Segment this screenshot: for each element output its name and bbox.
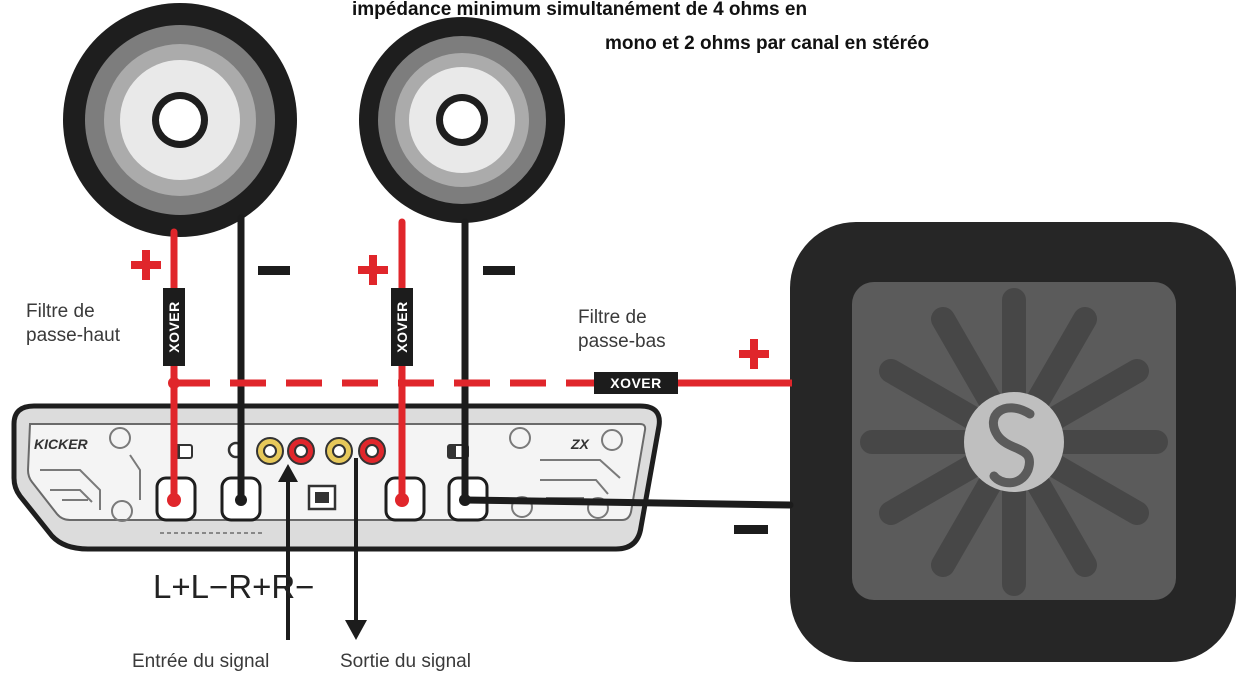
- amplifier: [11, 403, 662, 552]
- lowpass-filter-label: Filtre de passe-bas: [578, 306, 666, 354]
- signal-arrows: [278, 458, 367, 640]
- amplifier-model: ZX: [571, 436, 589, 452]
- lowpass-label-line2: passe-bas: [578, 330, 666, 352]
- xover-label: XOVER: [166, 301, 183, 353]
- amplifier-brand-logo: KICKER: [34, 436, 88, 452]
- signal-input-label: Entrée du signal: [132, 651, 270, 672]
- xover-label: XOVER: [610, 375, 662, 391]
- xover-label: XOVER: [394, 301, 411, 353]
- xover-highpass-left: XOVER: [163, 288, 185, 366]
- wires: [167, 214, 794, 509]
- impedance-note-line1: impédance minimum simultanément de 4 ohm…: [352, 0, 808, 20]
- polarity-signs: [131, 250, 769, 534]
- lowpass-label-line1: Filtre de: [578, 307, 647, 328]
- xover-highpass-right: XOVER: [391, 288, 413, 366]
- highpass-filter-label: Filtre de passe-haut: [26, 300, 120, 348]
- highpass-label-line1: Filtre de: [26, 301, 95, 322]
- subwoofer: [790, 222, 1236, 662]
- signal-output-label: Sortie du signal: [340, 651, 471, 672]
- xover-lowpass: XOVER: [594, 372, 678, 394]
- impedance-note-line2: mono et 2 ohms par canal en stéréo: [605, 33, 930, 54]
- terminal-polarity-label: L+L−R+R−: [153, 568, 315, 605]
- highpass-label-line2: passe-haut: [26, 324, 121, 346]
- speaker-left: [63, 3, 297, 237]
- speaker-right: [359, 17, 565, 223]
